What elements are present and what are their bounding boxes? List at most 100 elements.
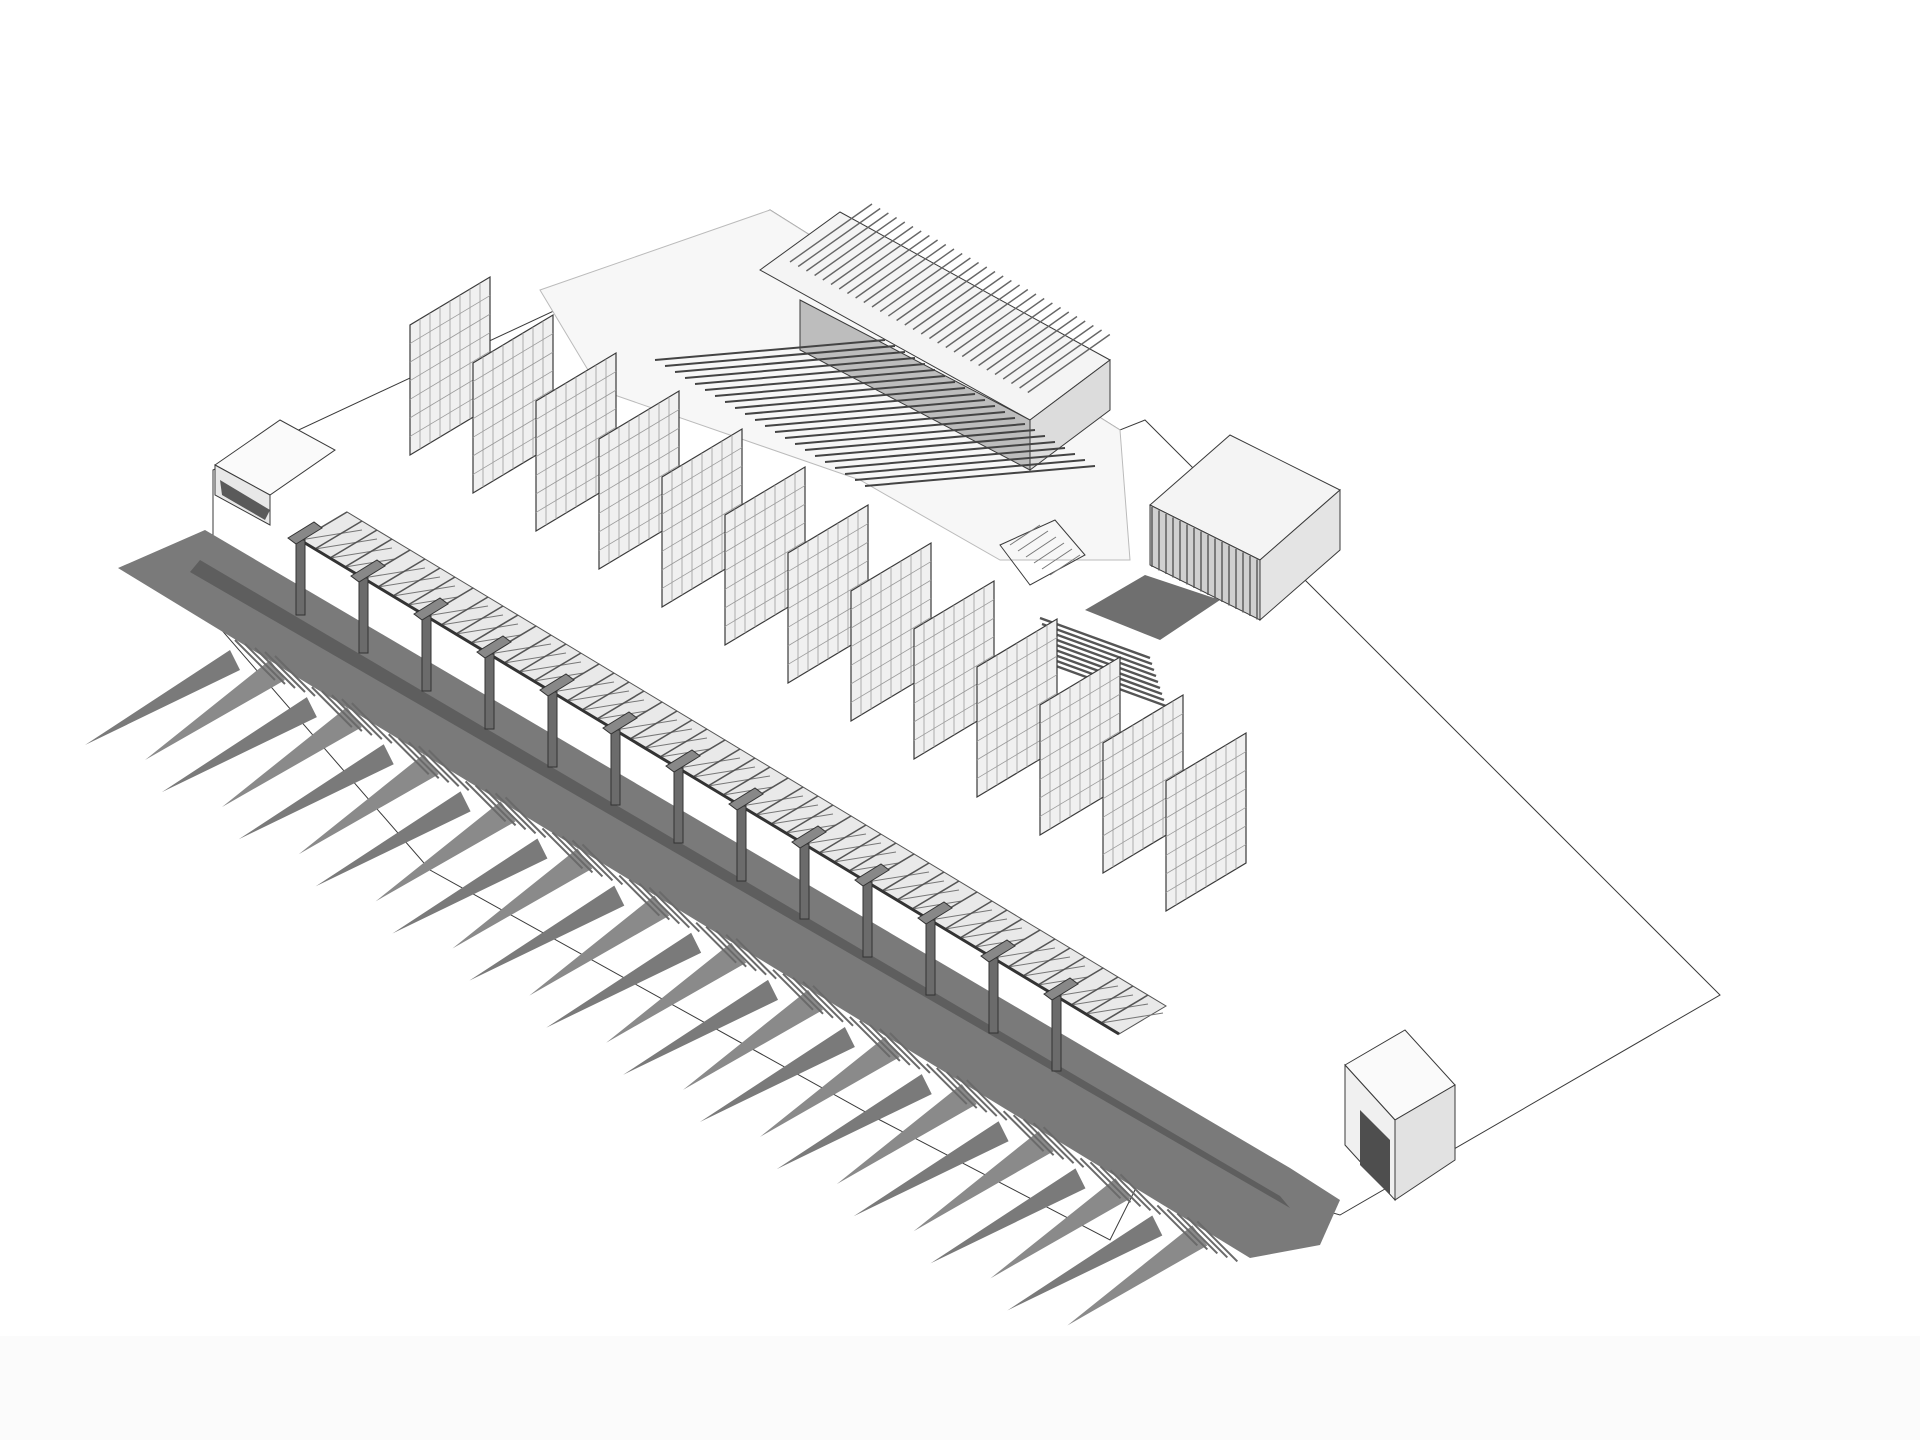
truss-diagonal [707, 775, 771, 787]
truss-chord [503, 634, 552, 664]
spike-long [1007, 1215, 1163, 1311]
block-right-void [1360, 1110, 1390, 1195]
spike-hatch [474, 784, 517, 827]
pavilion-slat [978, 306, 1062, 367]
pavilion-slat [961, 297, 1045, 358]
truss-chord [644, 719, 693, 749]
floor-slat [724, 381, 956, 403]
panel-transom [1165, 825, 1247, 875]
floor-slat [684, 357, 916, 379]
floor-slat [674, 351, 906, 373]
truss-chord [707, 757, 756, 787]
spike-short [298, 754, 439, 855]
pavilion-slat [814, 216, 898, 277]
pavilion-slat [896, 261, 980, 322]
truss-beam [803, 842, 868, 884]
spike-long [315, 791, 471, 887]
truss-chord [581, 681, 630, 711]
truss-diagonal [755, 804, 819, 816]
floor-slat [794, 423, 1026, 445]
truss-chord [1022, 947, 1071, 977]
hatch-line [1017, 530, 1049, 552]
panel-transom [1102, 750, 1184, 800]
spike-short [606, 942, 747, 1043]
grid-panel [787, 503, 869, 685]
spike-hatch [351, 702, 393, 744]
panel-transom [1165, 788, 1247, 838]
truss-chord [881, 862, 930, 892]
truss-bay [362, 549, 474, 618]
spike-hatch [561, 835, 604, 878]
panel-transom [535, 389, 617, 439]
panel-transom [1102, 713, 1184, 762]
column [1051, 995, 1062, 1072]
spike-long [623, 979, 779, 1075]
spike-long [776, 1074, 932, 1170]
grid-panels [409, 275, 1247, 913]
spike-hatch [618, 874, 661, 917]
spike-hatch [648, 886, 691, 929]
spike-hatch [1032, 1122, 1075, 1164]
panel-transom [598, 427, 680, 477]
spike-hatch [966, 1079, 1008, 1121]
spike-hatch [859, 1020, 901, 1062]
stair-landing [1085, 575, 1220, 640]
pavilion-slat [945, 288, 1029, 349]
spike-hatch [311, 686, 353, 728]
spike-hatch [889, 1032, 931, 1074]
spike-hatch [926, 1063, 968, 1105]
truss-diagonal [881, 880, 945, 892]
grid-panel [1039, 655, 1121, 837]
truss-diagonal [377, 576, 441, 588]
truss-chord [659, 728, 708, 758]
spike-hatch [772, 969, 814, 1011]
truss-diagonal [944, 918, 1008, 930]
panel-transom [787, 541, 869, 591]
end-blocks [214, 419, 1456, 1202]
panel-transom [535, 408, 617, 458]
truss-chord [596, 690, 645, 720]
spike-hatch [274, 655, 316, 697]
shadow-spike [238, 733, 470, 855]
truss-diagonal [896, 889, 960, 901]
columns [287, 521, 1079, 1072]
panel-transom [787, 523, 869, 572]
truss-chord [974, 918, 1023, 948]
spike-hatch [484, 788, 527, 831]
spike-hatch [244, 643, 286, 685]
spike-hatch [398, 737, 440, 779]
truss-beam [866, 880, 931, 922]
truss-diagonal [803, 833, 867, 845]
truss-diagonal [818, 842, 882, 854]
pavilion-slat [863, 243, 947, 304]
spike-long [546, 932, 702, 1028]
truss-chord [392, 567, 441, 597]
panel-transom [976, 674, 1058, 724]
grid-panel [1102, 693, 1184, 875]
floor-slat [714, 375, 946, 397]
pavilion-slat [928, 279, 1012, 340]
truss-chord [407, 576, 456, 606]
pavilion-slat [846, 234, 930, 295]
floor-slat [764, 405, 996, 427]
pavilion-slat [953, 293, 1037, 353]
hatch-line [1049, 554, 1081, 576]
floor-slat [804, 429, 1036, 451]
spike-short [836, 1084, 977, 1185]
shadow-spike [930, 1157, 1162, 1279]
pavilion-slat [855, 239, 939, 299]
panel-transom [472, 370, 554, 420]
truss-chord [629, 710, 678, 740]
spike-hatch [879, 1028, 921, 1070]
spike-long [699, 1026, 855, 1122]
column-cap [1043, 977, 1079, 1001]
small-pavilion [1149, 434, 1341, 622]
spike-hatch [1022, 1118, 1065, 1160]
panel-transom [1165, 806, 1247, 856]
panel-transom [661, 465, 743, 515]
small-front [1149, 504, 1261, 621]
panel-transom [535, 426, 617, 476]
truss-beam [362, 576, 427, 618]
truss-diagonal [314, 538, 378, 550]
spike-hatch [428, 749, 470, 791]
